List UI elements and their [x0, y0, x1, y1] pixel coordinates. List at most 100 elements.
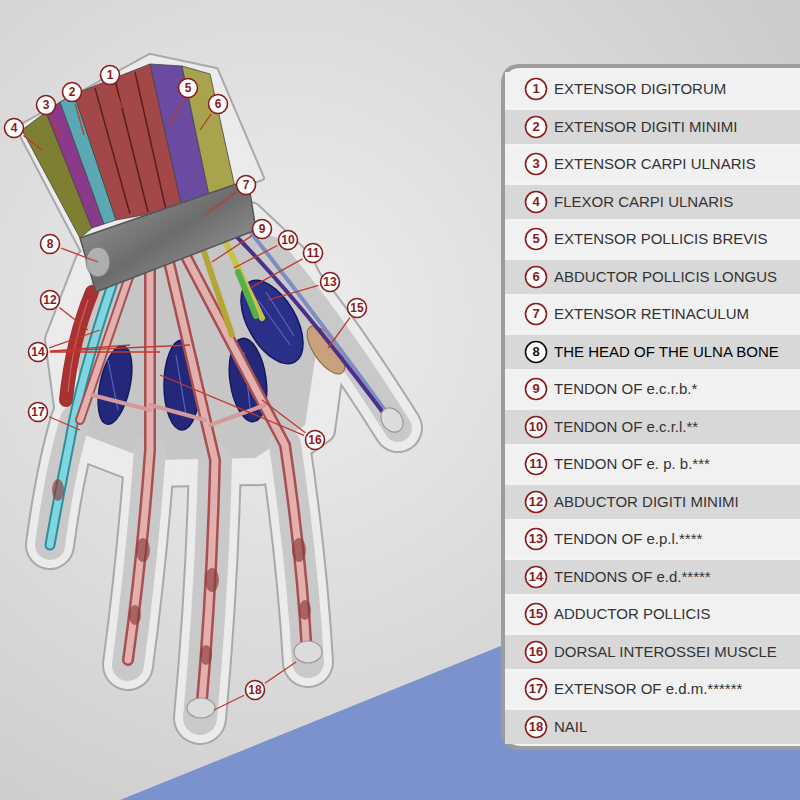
row-number: 8 [524, 340, 548, 364]
row-number: 3 [524, 152, 548, 176]
callout-label: 1 [524, 77, 548, 101]
legend-text: EXTENSOR DIGITI MINIMI [554, 110, 737, 144]
leader-line [59, 307, 88, 330]
callout-number: 8 [39, 233, 61, 255]
legend-text: FLEXOR CARPI ULNARIS [554, 185, 733, 219]
tendon [180, 245, 307, 655]
row-number: 18 [524, 715, 548, 739]
callout-number: 11 [302, 242, 324, 264]
joint [299, 600, 311, 620]
legend-row: TENDON OF e.p.l.****13 [505, 522, 800, 556]
callout-number: 10 [277, 229, 299, 251]
callout-label: 6 [524, 265, 548, 289]
callout-label: 3 [35, 94, 57, 116]
legend-text: TENDON OF e.c.r.b.* [554, 372, 697, 406]
legend-text: ADDUCTOR POLLICIS [554, 597, 710, 631]
nail [294, 641, 322, 663]
joint [205, 568, 219, 592]
legend-row: EXTENSOR DIGITORUM1 [505, 72, 800, 106]
leader-line [234, 246, 277, 268]
legend-text: EXTENSOR POLLICIS BREVIS [554, 222, 767, 256]
leader-line [268, 285, 318, 300]
streak [135, 72, 166, 210]
legend-text: DORSAL INTEROSSEI MUSCLE [554, 635, 777, 669]
callout-label: 5 [524, 227, 548, 251]
tendon [165, 245, 215, 712]
nail [376, 404, 407, 437]
callout-label: 14 [27, 341, 49, 363]
legend-row: ADDUCTOR POLLICIS15 [505, 597, 800, 631]
legend-row: EXTENSOR CARPI ULNARIS3 [505, 147, 800, 181]
joint [136, 538, 150, 562]
row-number: 10 [524, 415, 548, 439]
callout-number: 12 [39, 289, 61, 311]
ed-tendons [80, 245, 307, 712]
callout-label: 14 [524, 565, 548, 589]
legend-row: EXTENSOR RETINACULUM7 [505, 297, 800, 331]
row-number: 2 [524, 115, 548, 139]
legend-text: TENDON OF e. p. b.*** [554, 447, 710, 481]
streak [95, 88, 130, 214]
callout-number: 6 [207, 93, 229, 115]
legend-text: ABDUCTOR DIGITI MINIMI [554, 485, 739, 519]
callout-label: 9 [524, 377, 548, 401]
callout-number: 18 [244, 679, 266, 701]
tendon-link [92, 395, 150, 410]
row-number: 5 [524, 227, 548, 251]
callout-label: 17 [524, 677, 548, 701]
legend-row: ABDUCTOR POLLICIS LONGUS6 [505, 260, 800, 294]
callout-label: 10 [524, 415, 548, 439]
callout-label: 16 [524, 640, 548, 664]
callout-label: 1 [99, 64, 121, 86]
callout-number: 15 [346, 297, 368, 319]
legend-text: EXTENSOR RETINACULUM [554, 297, 749, 331]
joint [200, 645, 212, 665]
callout-label: 18 [244, 679, 266, 701]
epb-tendon [245, 225, 392, 420]
leader-line [49, 417, 80, 430]
row-number: 7 [524, 302, 548, 326]
leader-line [160, 375, 304, 435]
streak [115, 80, 148, 212]
callout-label: 5 [177, 77, 199, 99]
callout-label: 7 [235, 174, 257, 196]
leader-line [50, 345, 190, 351]
legend-row: EXTENSOR DIGITI MINIMI2 [505, 110, 800, 144]
callout-number: 13 [319, 271, 341, 293]
callout-label: 15 [346, 297, 368, 319]
callout-number: 4 [3, 117, 25, 139]
tendon-link [150, 405, 205, 420]
legend-text: TENDONS OF e.d.***** [554, 560, 711, 594]
legend-row: ABDUCTOR DIGITI MINIMI12 [505, 485, 800, 519]
legend-text: NAIL [554, 710, 587, 744]
tendon [128, 245, 150, 660]
row-number: 13 [524, 527, 548, 551]
tendon [180, 245, 307, 655]
legend-text: TENDON OF e.c.r.l.** [554, 410, 698, 444]
leader-line [50, 351, 160, 352]
legend-text: TENDON OF e.p.l.**** [554, 522, 702, 556]
legend-row: EXTENSOR POLLICIS BREVIS5 [505, 222, 800, 256]
callout-number: 5 [177, 77, 199, 99]
callout-number: 3 [35, 94, 57, 116]
leader-line [114, 86, 122, 108]
muscle-streaks [95, 72, 166, 214]
legend-text: ABDUCTOR POLLICIS LONGUS [554, 260, 777, 294]
callout-label: 16 [304, 429, 326, 451]
legend-row: TENDON OF e. p. b.***11 [505, 447, 800, 481]
callout-label: 11 [302, 242, 324, 264]
callout-number: 2 [61, 81, 83, 103]
row-number: 9 [524, 377, 548, 401]
tendon [238, 272, 256, 316]
legend-panel [503, 66, 800, 748]
nail [187, 698, 215, 718]
legend-row: TENDONS OF e.d.*****14 [505, 560, 800, 594]
epl-tendon [232, 232, 396, 430]
callout-label: 11 [524, 452, 548, 476]
callout-label: 12 [39, 289, 61, 311]
finger-joints [52, 479, 311, 665]
row-number: 1 [524, 77, 548, 101]
callout-label: 3 [524, 152, 548, 176]
leader-line [212, 236, 252, 262]
